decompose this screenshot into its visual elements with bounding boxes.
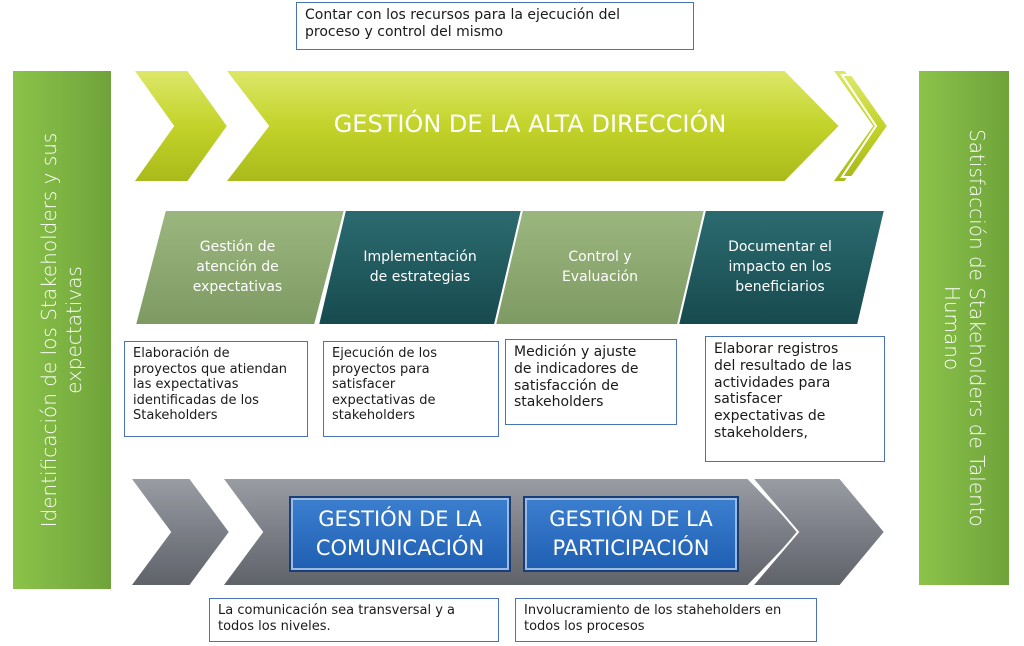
process-note-4: Elaborar registros del resultado de las … xyxy=(705,336,885,462)
process-note-1: Elaboración de proyectos que atiendan la… xyxy=(124,341,308,437)
box-gestion-participacion: GESTIÓN DE LA PARTICIPACIÓN xyxy=(523,496,739,572)
right-bar-label: Satisfacción de Stakeholders de Talento … xyxy=(940,129,989,527)
top-chevron-left xyxy=(131,69,230,183)
bottom-note-participacion: Involucramiento de los staheholders en t… xyxy=(515,598,817,642)
process-label-2: Implementación de estrategias xyxy=(363,248,477,285)
bottom-note-comunicacion: La comunicación sea transversal y a todo… xyxy=(209,598,499,642)
box-gestion-comunicacion: GESTIÓN DE LA COMUNICACIÓN xyxy=(289,496,511,572)
top-arrow-title: GESTIÓN DE LA ALTA DIRECCIÓN xyxy=(333,110,727,138)
process-note-3: Medición y ajuste de indicadores de sati… xyxy=(505,339,677,425)
process-label-1: Gestión de atención de expectativas xyxy=(192,238,283,296)
process-label-4: Documentar el impacto en los beneficiari… xyxy=(728,238,832,296)
process-shape-1 xyxy=(133,209,347,326)
bottom-chevron-left xyxy=(128,477,232,587)
process-label-3: Control y Evaluación xyxy=(561,248,639,285)
bottom-chevron-right xyxy=(749,477,887,587)
process-note-2: Ejecución de los proyectos para satisfac… xyxy=(323,341,499,437)
left-bar-label: Identificación de los Stakeholders y sus… xyxy=(37,132,86,528)
top-chevron-main xyxy=(222,69,842,183)
process-shape-4 xyxy=(676,209,887,326)
right-green-bar xyxy=(917,69,1011,587)
top-chevron-tip xyxy=(840,74,890,178)
top-note: Contar con los recursos para la ejecució… xyxy=(296,2,694,50)
left-green-bar xyxy=(11,69,113,591)
